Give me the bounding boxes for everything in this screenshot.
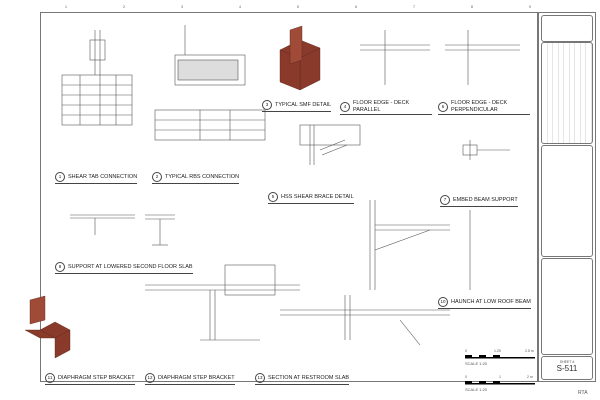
footer-text: RTA xyxy=(578,390,588,396)
detail-number: 10 xyxy=(438,297,448,307)
scale-label-1: SCALE 1:20 xyxy=(465,361,488,366)
revision-block xyxy=(541,42,593,144)
detail-number: 12 xyxy=(145,373,155,383)
grid-number: 9 xyxy=(529,5,531,9)
detail-title-text: EMBED BEAM SUPPORT xyxy=(453,196,518,203)
detail-title-text: SHEAR TAB CONNECTION xyxy=(68,173,138,180)
detail-title-text: DIAPHRAGM STEP BRACKET xyxy=(158,374,235,381)
detail-title-text: TYPICAL RBS CONNECTION xyxy=(165,173,240,180)
detail-title-text: SECTION AT RESTROOM SLAB xyxy=(268,374,350,381)
scale-tick: 0 xyxy=(465,349,467,353)
detail-number: 3 xyxy=(262,100,272,110)
project-info-block xyxy=(541,145,593,257)
scale-label-2: SCALE 1:20 xyxy=(465,387,488,392)
detail-number: 1 xyxy=(55,172,65,182)
logo-box xyxy=(541,15,593,42)
detail-number: 2 xyxy=(152,172,162,182)
sheet-border xyxy=(40,12,538,382)
detail-number: 5 xyxy=(268,192,278,202)
grid-number: 4 xyxy=(239,5,241,9)
detail-title-text: FLOOR EDGE - DECK PARALLEL xyxy=(353,100,410,113)
sheet-number: S-511 xyxy=(556,364,578,373)
detail-number: 4 xyxy=(340,101,350,112)
detail-title-text: SUPPORT AT LOWERED SECOND FLOOR SLAB xyxy=(68,263,193,270)
scale-tick: 0 xyxy=(465,375,467,379)
grid-number: 6 xyxy=(355,5,357,9)
scale-tick: 1 xyxy=(499,375,501,379)
sheet-number-block: SHEET # S-511 xyxy=(541,356,593,380)
detail-number: 7 xyxy=(440,195,450,205)
detail-number: 13 xyxy=(255,373,265,383)
detail-title-text: DIAPHRAGM STEP BRACKET xyxy=(58,374,135,381)
grid-number: 1 xyxy=(65,5,67,9)
grid-number: 8 xyxy=(471,5,473,9)
detail-title-text: TYPICAL SMF DETAIL xyxy=(275,101,332,108)
grid-number: 2 xyxy=(123,5,125,9)
detail-number: 11 xyxy=(45,373,55,383)
detail-title-text: HSS SHEAR BRACE DETAIL xyxy=(281,193,354,200)
detail-number: 6 xyxy=(438,101,448,112)
scale-bars xyxy=(465,355,535,385)
title-block xyxy=(538,12,596,382)
grid-number: 7 xyxy=(413,5,415,9)
grid-number: 5 xyxy=(297,5,299,9)
detail-title-text: FLOOR EDGE - DECK PERPENDICULAR xyxy=(451,100,508,113)
grid-number: 3 xyxy=(181,5,183,9)
sheet-title-block xyxy=(541,258,593,355)
detail-number: 8 xyxy=(55,262,65,272)
scale-tick: 1.25 xyxy=(494,349,501,353)
scale-tick: 2 m xyxy=(527,375,533,379)
scale-tick: 2.5 m xyxy=(525,349,534,353)
detail-title-text: HAUNCH AT LOW ROOF BEAM xyxy=(451,298,531,305)
sheet-label: SHEET # xyxy=(559,360,575,364)
